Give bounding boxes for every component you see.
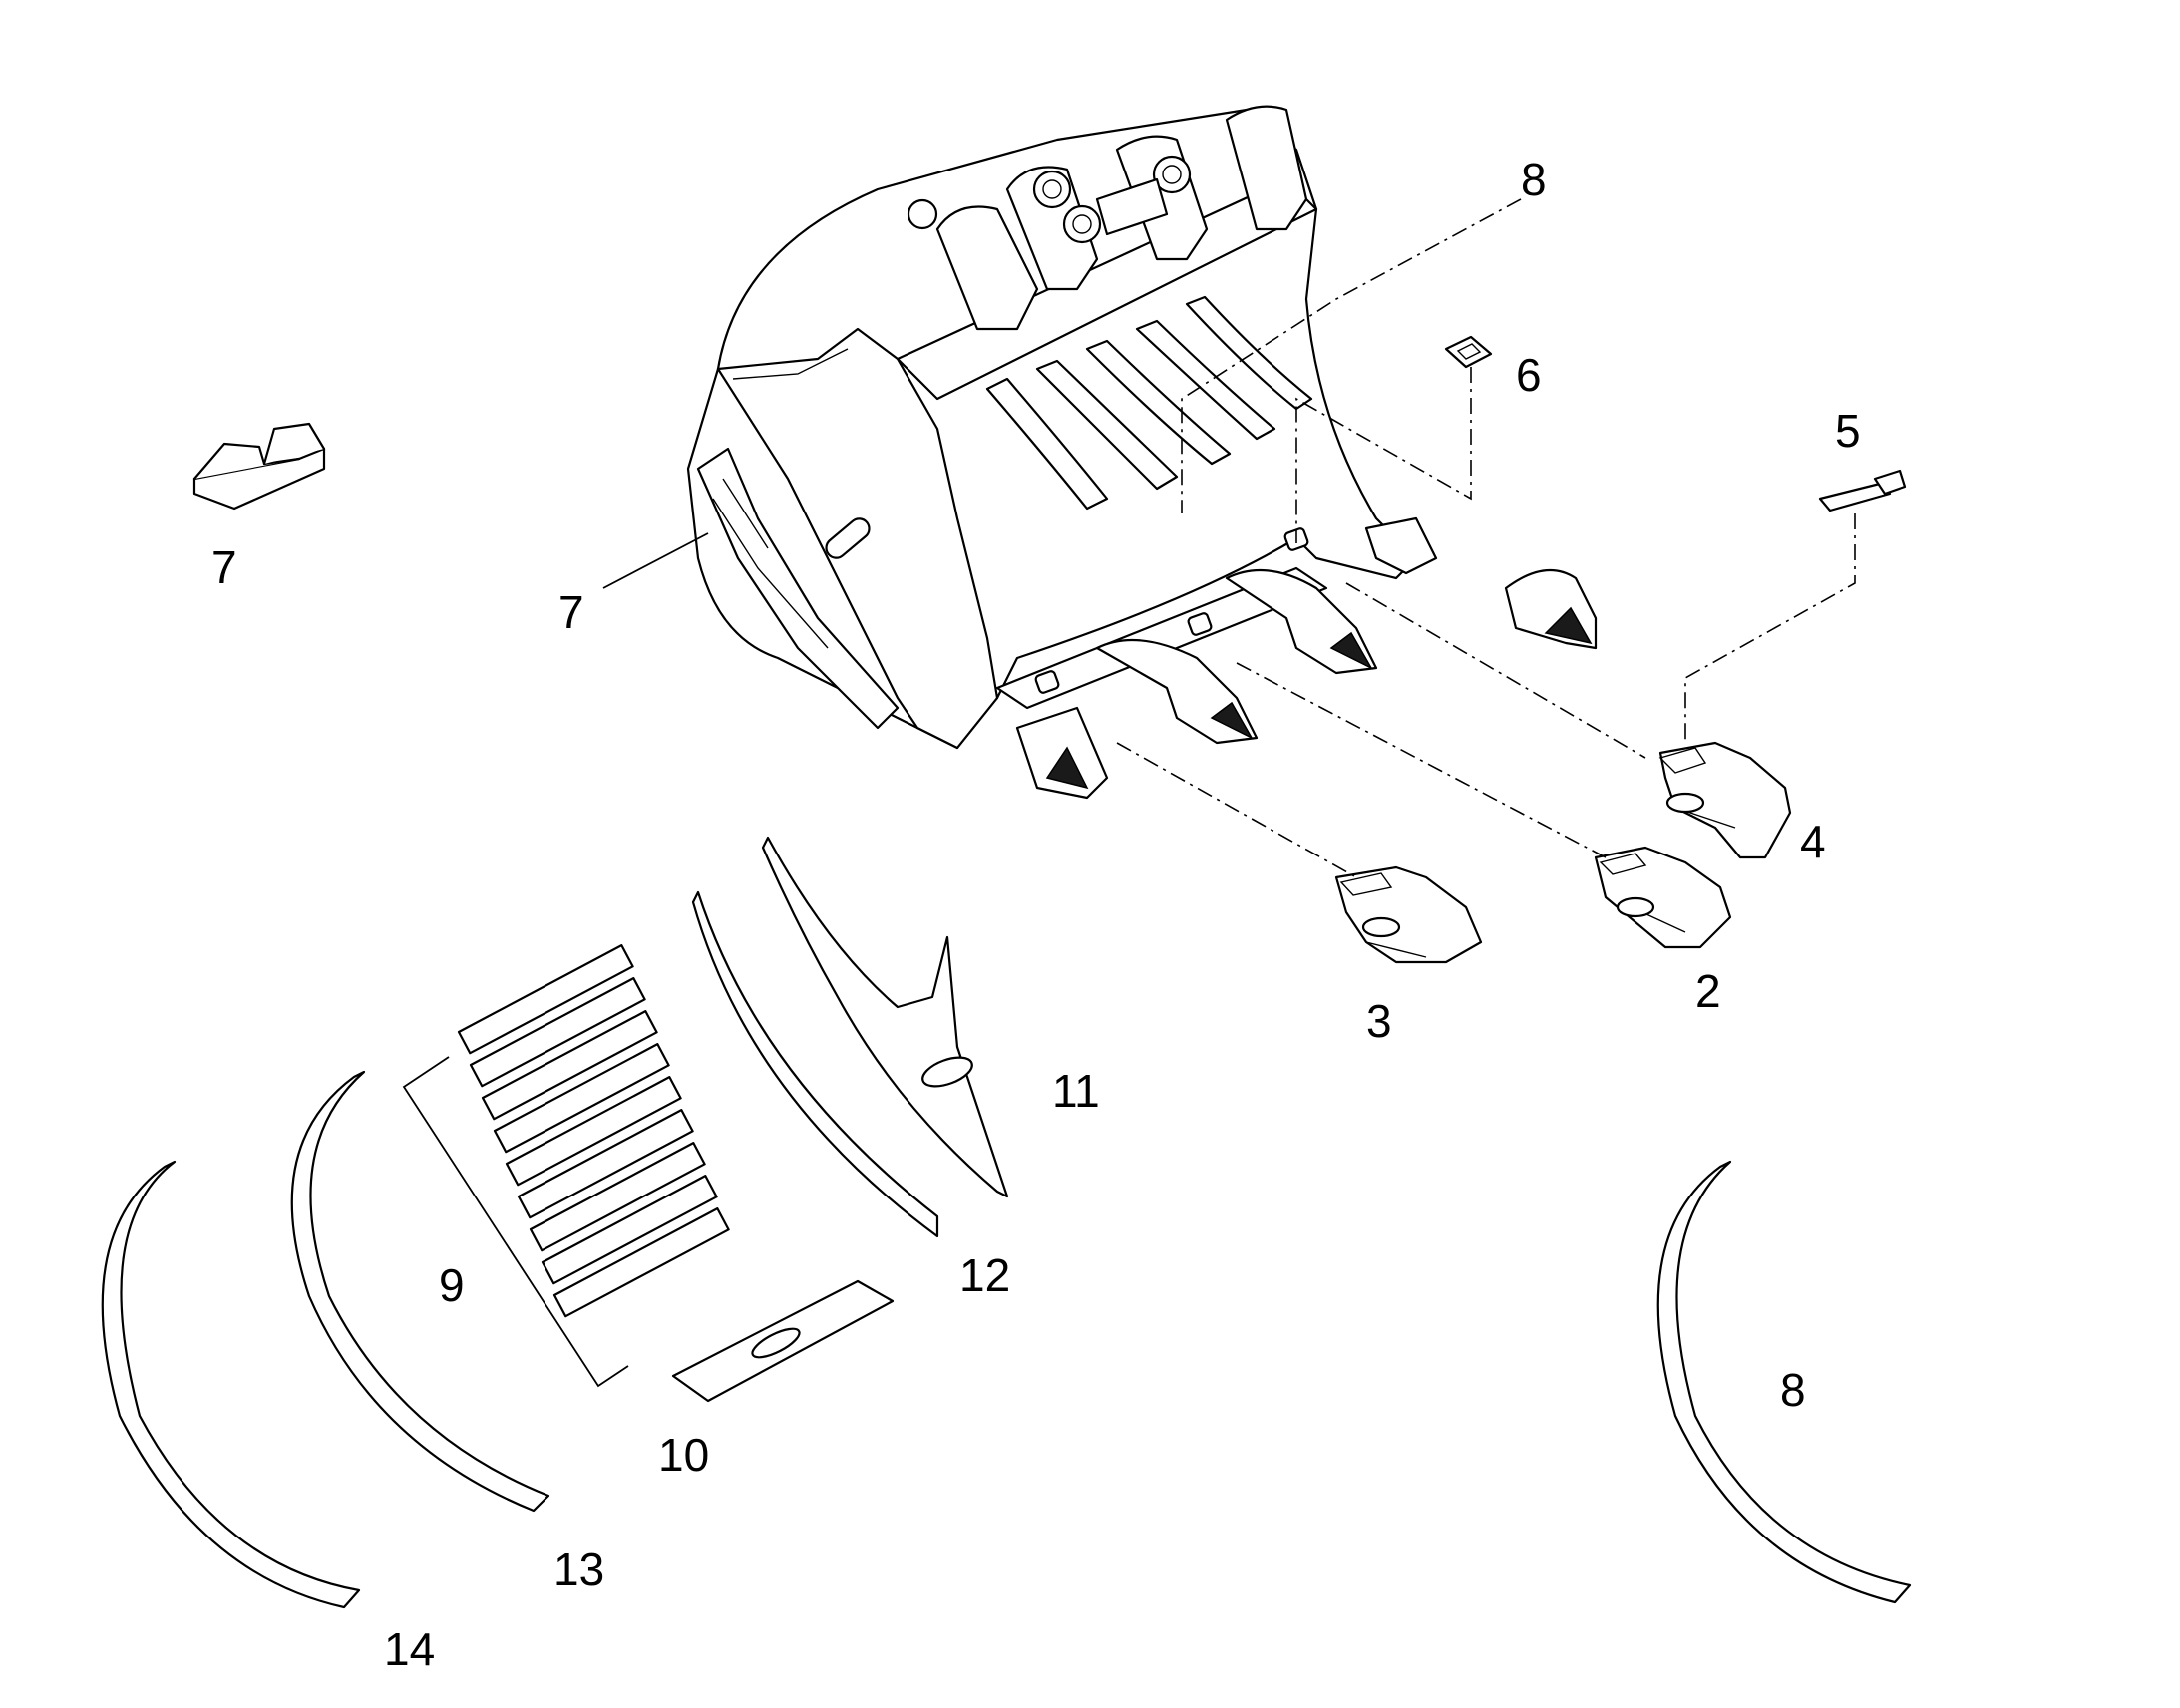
curved-strip-part-13: [290, 1070, 550, 1513]
curved-strip-part-12: [691, 890, 939, 1238]
callout-6: 6: [1516, 349, 1542, 401]
wear-bar-set-part-9: [402, 944, 730, 1388]
gusset-plate-part-11: [761, 836, 1009, 1198]
callout-7-left: 7: [211, 541, 237, 593]
callout-labels: 8 6 5 7 7 4 2 3 11 12 9 10 13 14 8: [211, 154, 1861, 1675]
tooth-part-3: [1334, 865, 1483, 964]
side-block-part-7: [192, 422, 326, 511]
callout-12: 12: [959, 1249, 1010, 1301]
callout-9: 9: [439, 1259, 465, 1311]
callout-8-top: 8: [1521, 154, 1547, 205]
callout-10: 10: [658, 1429, 709, 1481]
callout-13: 13: [553, 1543, 604, 1595]
assembly-lines: [602, 198, 1856, 878]
retainer-pad-part-6: [1444, 335, 1493, 369]
callout-2: 2: [1695, 965, 1721, 1017]
locking-pin-part-5: [1818, 469, 1907, 512]
curved-strip-part-14: [101, 1160, 361, 1609]
callout-3: 3: [1366, 995, 1392, 1047]
callout-7-bucket: 7: [558, 586, 584, 638]
tooth-part-2: [1594, 846, 1732, 949]
bucket-assembly: [686, 105, 1438, 800]
callout-14: 14: [384, 1623, 435, 1675]
curved-strip-part-8: [1656, 1160, 1912, 1604]
callout-5: 5: [1835, 405, 1861, 457]
loose-tooth: [1504, 568, 1598, 650]
callout-11: 11: [1052, 1065, 1100, 1117]
callout-8-bottom: 8: [1780, 1364, 1806, 1416]
tooth-part-4: [1658, 741, 1792, 859]
slotted-plate-part-10: [671, 1279, 895, 1403]
callout-4: 4: [1800, 816, 1826, 867]
